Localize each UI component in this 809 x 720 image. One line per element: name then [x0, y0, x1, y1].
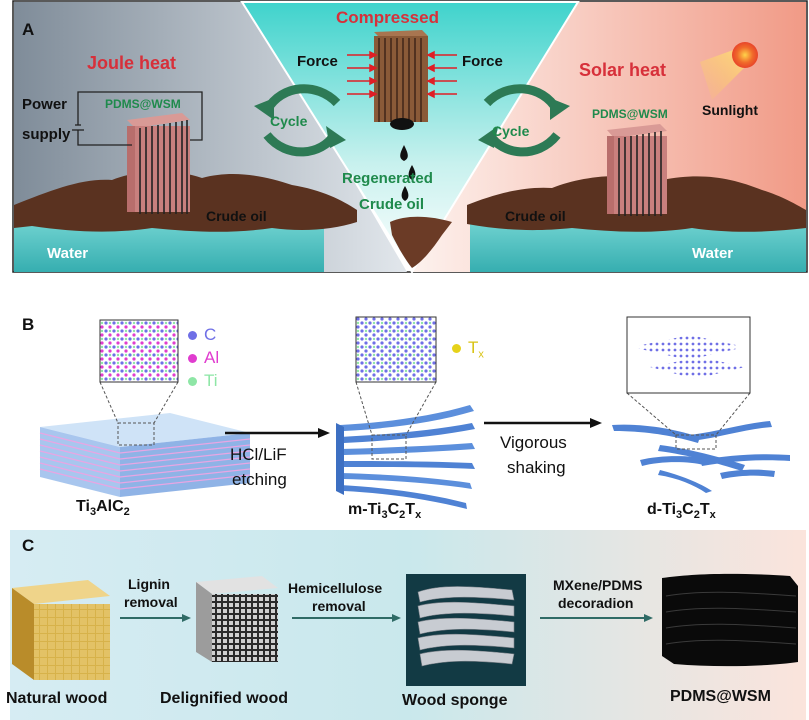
pdms-wsm-block: [662, 573, 798, 667]
solar-heat-label: Solar heat: [579, 60, 667, 80]
compressed-label: Compressed: [336, 8, 439, 27]
mat2-part4: T: [405, 501, 416, 518]
legend-label-ti: Ti: [204, 371, 218, 390]
panel-c-letter: C: [22, 536, 35, 555]
step-c2-line2: removal: [312, 598, 366, 614]
step-b2-line2: shaking: [507, 458, 566, 477]
mat1-part2: AlC: [96, 498, 124, 515]
label-delignified-wood: Delignified wood: [160, 690, 288, 707]
panel-b-letter: B: [22, 315, 35, 334]
legend-item-tx: Tx: [452, 338, 484, 360]
panel-b: B C Al Ti Tx HCl/LiF etching Vigorous sh…: [0, 305, 809, 530]
legend-dot-c: [188, 331, 197, 341]
ti3alc2-stack: [39, 319, 251, 497]
mat2-part1: 3: [381, 509, 388, 522]
wood-block-left: [127, 113, 190, 214]
step-c2-line1: Hemicellulose: [288, 580, 383, 596]
pdms-right-label: PDMS@WSM: [592, 107, 668, 121]
panel-c: C Lignin removal Hemicellulose removal M…: [0, 530, 809, 720]
regenerated-label: Regenerated: [342, 170, 433, 187]
legend-label-tx: T: [468, 338, 479, 357]
step-c1-line1: Lignin: [128, 576, 170, 592]
mat3-part1: 3: [676, 509, 683, 522]
panel-a: A Compressed Force Force Joule heat Sola…: [12, 0, 808, 274]
mat2-part3: 2: [399, 509, 406, 522]
compressed-block: [374, 30, 428, 122]
label-natural-wood: Natural wood: [6, 690, 108, 707]
panel-c-illustration: [10, 530, 806, 720]
legend-item-ti: Ti: [188, 371, 218, 391]
mat1-part3: 2: [123, 506, 130, 519]
mat1-part1: 3: [89, 506, 97, 519]
legend-dot-ti: [188, 377, 197, 387]
d-ti3c2tx-flakes: [612, 421, 790, 493]
water-left-label: Water: [47, 245, 89, 262]
sunlight-label: Sunlight: [702, 102, 758, 118]
material-m-ti3c2tx: m-Ti3C2Tx: [348, 501, 421, 521]
mat3-part3: 2: [693, 509, 700, 522]
wood-sponge: [406, 574, 526, 686]
power-supply-line2: supply: [22, 126, 71, 143]
mat3-part2: C: [682, 501, 694, 518]
natural-wood-cube: [12, 580, 110, 680]
cycle-right-label: Cycle: [492, 123, 530, 139]
step-b1-line1: HCl/LiF: [230, 445, 287, 464]
legend-item-al: Al: [188, 348, 219, 368]
mat3-part0: d-Ti: [647, 501, 677, 518]
cycle-arrow-right: [478, 84, 570, 157]
mat2-part5: x: [415, 509, 422, 522]
mat3-part5: x: [709, 509, 716, 522]
mat3-part4: T: [699, 501, 710, 518]
panel-a-illustration: [12, 0, 808, 274]
cycle-left-label: Cycle: [270, 113, 308, 129]
panel-b-illustration: [39, 316, 790, 509]
step-b1-line2: etching: [232, 470, 287, 489]
step-b2-line1: Vigorous: [500, 433, 567, 452]
label-wood-sponge: Wood sponge: [402, 692, 508, 709]
joule-heat-label: Joule heat: [87, 53, 177, 73]
material-ti3alc2: Ti3AlC2: [76, 498, 130, 518]
force-right-label: Force: [462, 53, 503, 70]
force-left-label: Force: [297, 53, 338, 70]
legend-label-al: Al: [204, 348, 220, 367]
label-pdms-wsm: PDMS@WSM: [670, 688, 771, 705]
legend-label-c: C: [204, 325, 217, 344]
step-c3-line1: MXene/PDMS: [553, 577, 643, 593]
delignified-wood-cube: [196, 576, 278, 662]
power-supply-line1: Power: [22, 96, 68, 113]
material-d-ti3c2tx: d-Ti3C2Tx: [647, 501, 716, 521]
mat2-part2: C: [387, 501, 400, 518]
legend-item-c: C: [188, 325, 216, 345]
legend-dot-tx: [452, 344, 461, 354]
pdms-left-label: PDMS@WSM: [105, 97, 181, 111]
water-right-label: Water: [692, 245, 734, 262]
crude-oil-right-label: Crude oil: [505, 208, 566, 224]
wood-block-right: [607, 124, 667, 216]
panel-a-letter: A: [22, 20, 35, 39]
step-c3-line2: decoradion: [558, 595, 634, 611]
legend-label-tx-sub: x: [478, 348, 484, 361]
legend-dot-al: [188, 354, 197, 364]
crude-oil-left-label: Crude oil: [206, 208, 267, 224]
m-ti3c2tx-accordion: [336, 316, 475, 509]
mat2-part0: m-Ti: [348, 501, 382, 518]
mat1-part0: Ti: [76, 498, 90, 515]
crude-oil-center-label: Crude oil: [359, 196, 425, 213]
cycle-arrow-left: [254, 84, 346, 157]
step-c1-line2: removal: [124, 594, 178, 610]
